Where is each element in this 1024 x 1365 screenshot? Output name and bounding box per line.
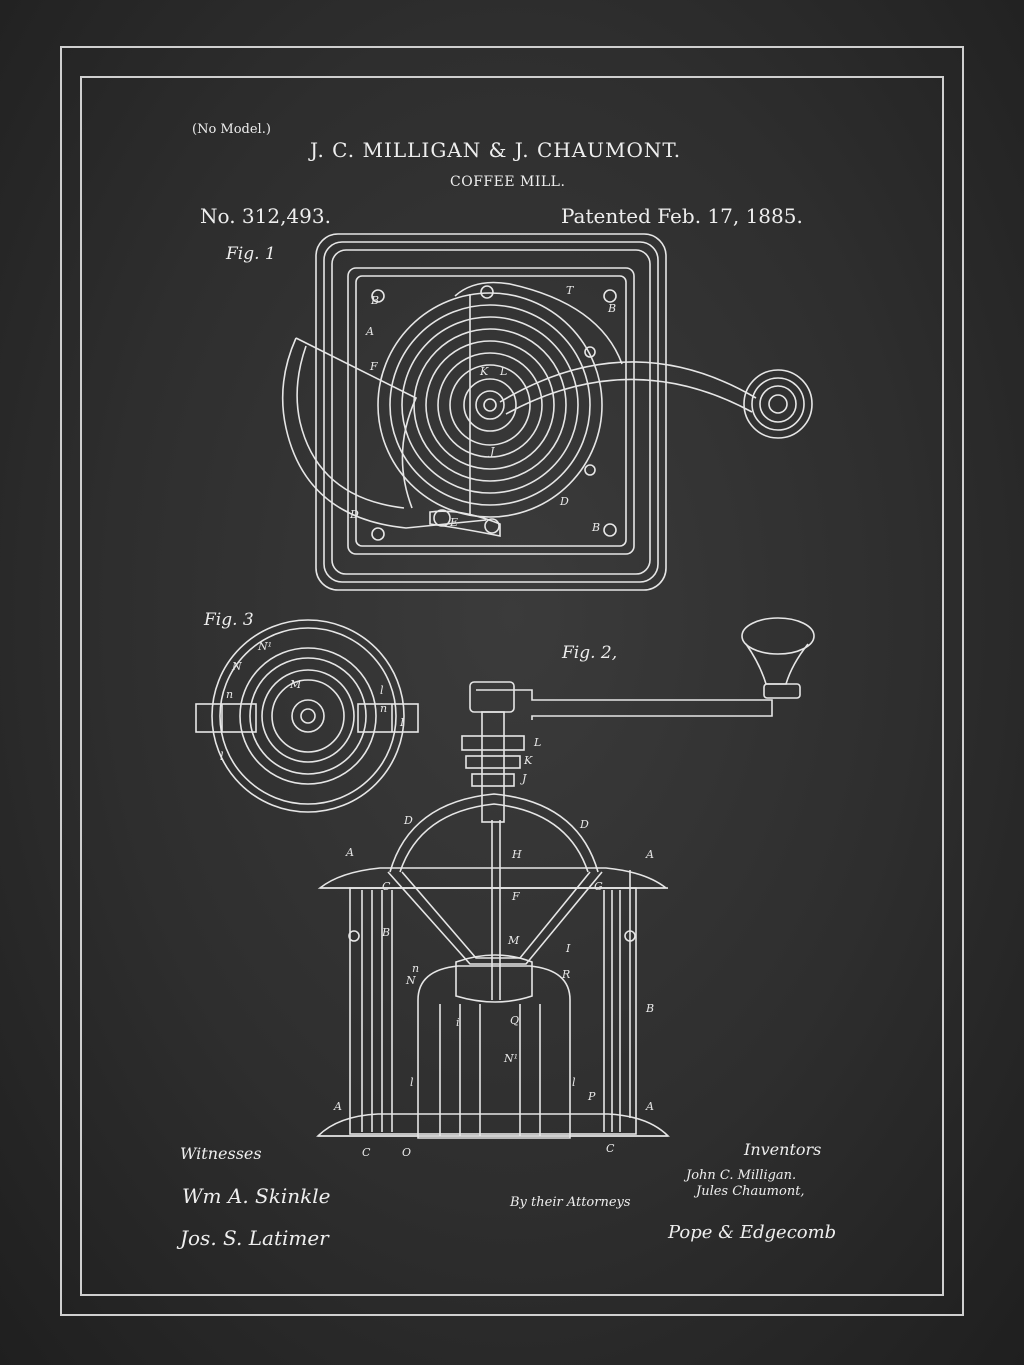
fig3-detail <box>195 619 419 813</box>
svg-text:B: B <box>591 521 600 534</box>
inventors-label: Inventors <box>744 1140 822 1159</box>
inventor-names-heading: J. C. MILLIGAN & J. CHAUMONT. <box>310 138 682 162</box>
patent-title: COFFEE MILL. <box>450 174 566 190</box>
patent-number: No. 312,493. <box>200 204 331 228</box>
fig2-reference-letters: L K J D D A A H C G F B M I n N R B i Q … <box>333 736 654 1159</box>
svg-text:J: J <box>520 772 527 785</box>
svg-text:D: D <box>349 508 359 521</box>
svg-text:M: M <box>289 678 302 691</box>
svg-text:D: D <box>559 495 569 508</box>
svg-text:l: l <box>572 1076 576 1089</box>
attorney-signature: Pope & Edgecomb <box>668 1222 837 1243</box>
svg-text:H: H <box>511 848 522 861</box>
svg-text:L: L <box>499 365 507 378</box>
fig3-reference-letters: N¹ N M n l n I l <box>220 640 405 763</box>
body-hatch <box>361 890 621 1132</box>
outer-border <box>60 46 964 1316</box>
svg-text:B: B <box>370 294 379 307</box>
svg-text:N¹: N¹ <box>257 640 272 653</box>
svg-text:F: F <box>369 360 378 373</box>
grinder-disc <box>377 292 603 518</box>
fig2-label: Fig. 2, <box>562 643 618 663</box>
inner-border <box>80 76 944 1296</box>
inventor-1-name: John C. Milligan. <box>686 1168 797 1183</box>
fig1-reference-letters: B A F T B K L J D D E B <box>349 284 616 534</box>
svg-text:l: l <box>380 684 384 697</box>
svg-text:P: P <box>587 1090 596 1103</box>
svg-text:A: A <box>645 848 654 861</box>
svg-text:K: K <box>479 365 489 378</box>
fig2-side-view <box>316 617 815 1139</box>
svg-text:D: D <box>403 814 413 827</box>
svg-text:O: O <box>402 1146 411 1159</box>
svg-text:J: J <box>488 445 495 458</box>
svg-text:i: i <box>456 1016 460 1029</box>
svg-text:E: E <box>449 516 458 529</box>
svg-text:C: C <box>362 1146 371 1159</box>
patent-date: Patented Feb. 17, 1885. <box>561 204 803 228</box>
svg-text:A: A <box>333 1100 342 1113</box>
svg-text:I: I <box>565 942 571 955</box>
svg-text:C: C <box>606 1142 615 1155</box>
svg-text:N¹: N¹ <box>503 1052 518 1065</box>
svg-text:D: D <box>579 818 589 831</box>
svg-text:n: n <box>380 702 387 715</box>
attorneys-label: By their Attorneys <box>510 1195 631 1210</box>
svg-text:Q: Q <box>510 1014 519 1027</box>
svg-text:G: G <box>594 880 603 893</box>
svg-text:N: N <box>405 974 416 987</box>
svg-text:C: C <box>382 880 391 893</box>
svg-text:N: N <box>231 660 242 673</box>
svg-text:n: n <box>412 962 419 975</box>
svg-text:A: A <box>645 1100 654 1113</box>
svg-text:L: L <box>533 736 541 749</box>
svg-text:M: M <box>507 934 520 947</box>
witness-2-signature: Jos. S. Latimer <box>180 1226 329 1250</box>
svg-text:A: A <box>345 846 354 859</box>
svg-text:R: R <box>561 968 570 981</box>
fig1-label: Fig. 1 <box>226 244 276 264</box>
svg-text:l: l <box>410 1076 414 1089</box>
svg-text:B: B <box>381 926 390 939</box>
svg-text:A: A <box>365 325 374 338</box>
svg-text:T: T <box>566 284 575 297</box>
svg-text:B: B <box>607 302 616 315</box>
svg-text:K: K <box>523 754 533 767</box>
fig3-label: Fig. 3 <box>204 610 254 630</box>
fig1-top-view <box>281 233 813 591</box>
crank-handle-fig1 <box>499 361 813 439</box>
witness-1-signature: Wm A. Skinkle <box>182 1184 331 1208</box>
witnesses-label: Witnesses <box>180 1144 262 1163</box>
svg-text:F: F <box>511 890 520 903</box>
svg-text:n: n <box>226 688 233 701</box>
inventor-2-name: Jules Chaumont, <box>696 1184 805 1199</box>
svg-text:I: I <box>399 716 405 729</box>
no-model-note: (No Model.) <box>192 122 271 137</box>
svg-text:l: l <box>220 750 224 763</box>
svg-text:B: B <box>645 1002 654 1015</box>
